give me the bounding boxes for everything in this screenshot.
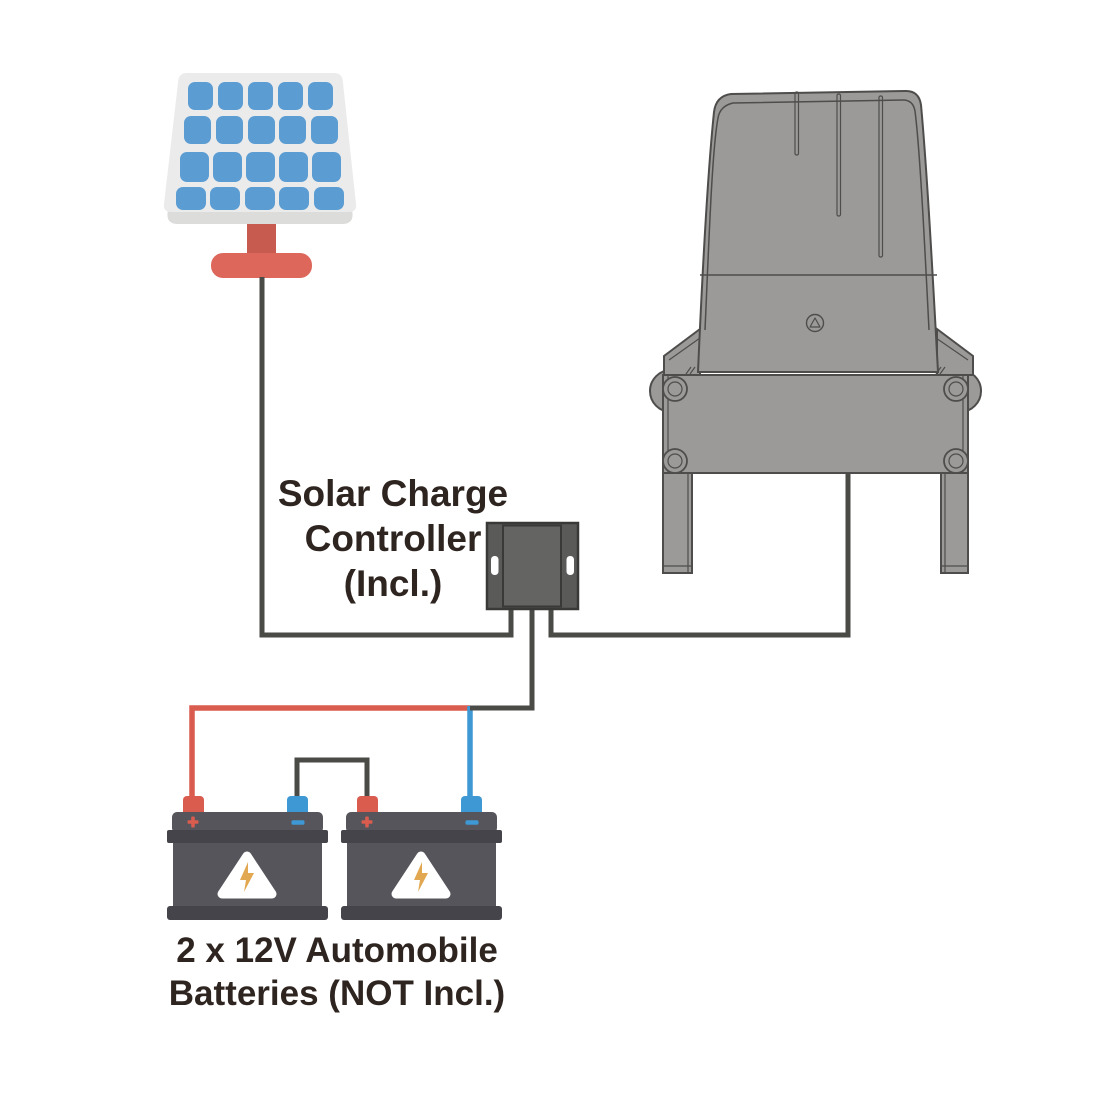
panel-cell [311, 116, 338, 144]
battery-icon-right [341, 796, 502, 920]
negative-terminal-mark-icon [291, 820, 305, 825]
panel-cell [213, 152, 242, 182]
panel-cell [184, 116, 211, 144]
panel-cell [314, 187, 344, 210]
battery-band [167, 830, 328, 843]
panel-cell [180, 152, 209, 182]
gate-bolt [943, 376, 969, 402]
gate-bolt [662, 448, 688, 474]
solar-panel-icon [163, 73, 357, 278]
gate-bolt-inner [667, 453, 683, 469]
controller-front-panel [502, 524, 562, 608]
controller-label-line2: Controller [304, 518, 482, 559]
gate-wing-left-line [668, 337, 701, 361]
gate-bolt [662, 376, 688, 402]
wires [189, 277, 851, 800]
gate-wing-right-line [935, 337, 969, 361]
gate-bolt [943, 448, 969, 474]
negative-terminal-mark-icon [465, 820, 479, 825]
panel-cell [248, 116, 275, 144]
battery-lid [172, 812, 323, 833]
panel-stand-base [211, 253, 312, 278]
gate-vent-slot [794, 91, 800, 156]
panel-cell [176, 187, 206, 210]
battery-band [341, 830, 502, 843]
gate-logo-icon [805, 313, 825, 333]
battery-base [341, 906, 502, 920]
controller-label: Solar Charge Controller (Incl.) [243, 471, 543, 606]
batteries-label-line1: 2 x 12V Automobile [176, 931, 498, 970]
positive-battery-wire [189, 705, 470, 800]
battery-series-jumper-wire [294, 757, 370, 800]
gate-logo-circle [805, 313, 825, 333]
panel-cell [210, 187, 240, 210]
controller-label-line3: (Incl.) [343, 563, 443, 604]
panel-cell [216, 116, 243, 144]
gate-bolt-inner [948, 381, 964, 397]
batteries-label: 2 x 12V Automobile Batteries (NOT Incl.) [137, 929, 537, 1015]
charge-controller-icon [485, 521, 580, 611]
panel-cell [246, 152, 275, 182]
positive-terminal-mark-icon [187, 816, 199, 828]
controller-to-opener-wire [548, 473, 851, 638]
batteries-label-line2: Batteries (NOT Incl.) [168, 974, 506, 1013]
positive-terminal-mark-icon [361, 816, 373, 828]
battery-terminal-negative [461, 796, 482, 816]
panel-cells [176, 82, 344, 210]
battery-terminal-positive [357, 796, 378, 816]
panel-cell [248, 82, 273, 110]
gate-bolts [662, 376, 969, 474]
battery-icon-left [167, 796, 328, 920]
gate-cover-inner-line [704, 99, 930, 331]
gate-hinge-ticks [685, 366, 946, 375]
panel-cell [279, 116, 306, 144]
lightning-bolt-icon [240, 862, 254, 892]
gate-wing-right [936, 327, 974, 376]
panel-cell [308, 82, 333, 110]
panel-cell [188, 82, 213, 110]
panel-cell [279, 152, 308, 182]
controller-to-battery-wire [470, 600, 535, 711]
controller-mount-slot-left [491, 556, 499, 575]
controller-label-line1: Solar Charge [277, 473, 509, 514]
panel-cell [312, 152, 341, 182]
gate-cover [696, 89, 940, 373]
battery-terminal-negative [287, 796, 308, 816]
battery-lid [346, 812, 497, 833]
controller-mount-slot-right [566, 556, 574, 575]
gate-leg-lines [663, 473, 968, 573]
panel-cell [218, 82, 243, 110]
battery-terminal-positive [183, 796, 204, 816]
panel-cell [278, 82, 303, 110]
gate-vent-slot [878, 95, 884, 258]
gate-bolt-inner [667, 381, 683, 397]
lightning-bolt-icon [414, 862, 428, 892]
gate-vent-slot [836, 93, 842, 217]
panel-to-controller-wire [259, 277, 514, 638]
gate-bolt-inner [948, 453, 964, 469]
gate-base-plate [662, 374, 969, 474]
gate-opener-icon [649, 89, 982, 574]
panel-cell [279, 187, 309, 210]
battery-base [167, 906, 328, 920]
panel-cell [245, 187, 275, 210]
gate-logo-triangle [809, 317, 821, 328]
